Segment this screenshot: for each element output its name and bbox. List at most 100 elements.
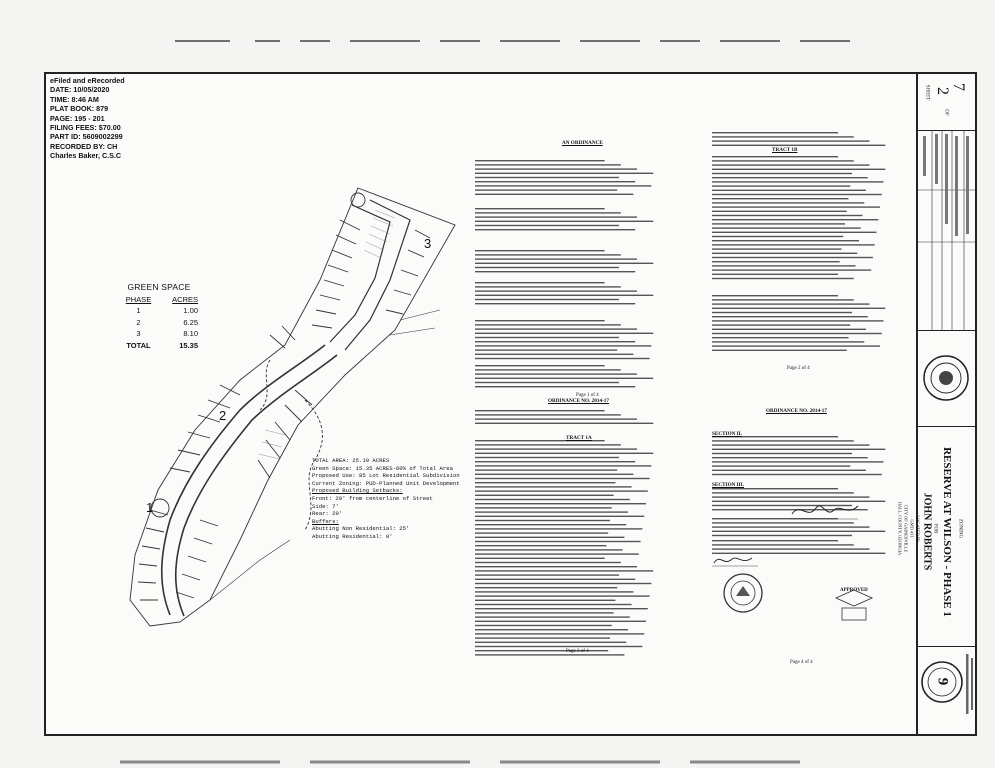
text-line (712, 469, 866, 471)
text-line (712, 193, 882, 196)
text-line (475, 266, 619, 269)
text-line (712, 341, 865, 343)
text-line (475, 524, 627, 526)
text-line (712, 248, 842, 250)
green-space-title: GREEN SPACE (127, 282, 191, 292)
text-line (475, 440, 605, 442)
text-line (475, 599, 616, 601)
info-line: Buffers: (312, 517, 339, 525)
text-line (712, 177, 868, 179)
text-line (475, 645, 643, 648)
text-line (712, 269, 872, 271)
ordinance-heading: SECTION II. (712, 431, 742, 437)
phase-cell: 2 (136, 317, 141, 327)
text-line (475, 168, 637, 170)
phase-label: 2 (219, 408, 227, 423)
text-line (475, 557, 605, 559)
text-line (712, 261, 840, 263)
text-line (712, 332, 882, 335)
phase-label: 1 (146, 500, 154, 515)
text-line (475, 612, 614, 614)
text-line (712, 328, 866, 330)
text-line (475, 229, 636, 231)
stamp-line: PART ID: 5609002299 (50, 132, 123, 142)
info-line: TOTAL AREA: 25.10 ACRES (312, 457, 390, 464)
text-line (475, 254, 621, 256)
text-line (475, 620, 646, 622)
text-line (475, 418, 637, 420)
revision-table (918, 130, 975, 331)
location-line: HALL COUNTY, GEORGIA (897, 501, 903, 556)
text-line (712, 156, 838, 158)
text-line (712, 316, 868, 318)
approved-seal-icon (834, 589, 874, 621)
text-line (712, 160, 854, 162)
project-for: FOR (932, 523, 938, 534)
info-line: Abutting Residential: 0' (312, 532, 393, 540)
text-line (475, 160, 605, 162)
text-line (475, 595, 650, 597)
text-line (712, 530, 886, 532)
text-line (475, 473, 634, 475)
text-line (475, 637, 610, 639)
text-line (712, 337, 849, 339)
text-line (475, 540, 641, 543)
text-line (475, 456, 619, 459)
text-line (712, 345, 880, 347)
text-line (475, 519, 610, 522)
text-line (475, 336, 619, 339)
table-row: 1 1.00 (118, 305, 200, 317)
text-line (475, 515, 645, 517)
text-line (712, 277, 854, 280)
total-row: TOTAL 15.35 (118, 340, 200, 352)
stamp-line: Charles Baker, C.S.C (50, 151, 122, 161)
text-line (475, 290, 637, 292)
text-line (475, 172, 654, 174)
text-line (712, 164, 870, 166)
text-line (475, 532, 609, 534)
info-line: Side: 7' (312, 502, 339, 510)
text-line (475, 258, 637, 260)
ordinance-heading: TRACT 1B (772, 147, 798, 153)
text-line (475, 216, 637, 218)
text-line (712, 324, 851, 326)
phase-header: PHASE (125, 294, 152, 304)
info-line: Rear: 20' (312, 510, 343, 518)
text-line (475, 349, 618, 351)
text-line (712, 440, 854, 442)
approved-label: APPROVED (840, 588, 868, 593)
text-line (475, 181, 636, 183)
text-line (475, 294, 654, 296)
info-line: Green Space: 15.35 ACRES-60% of Total Ar… (312, 464, 453, 472)
info-line: Proposed Use: 85 Lot Residential Subdivi… (312, 472, 460, 480)
text-line (712, 256, 873, 259)
text-line (475, 629, 628, 631)
text-line (475, 345, 652, 347)
location-line: LOCATED IN (915, 515, 921, 542)
text-line (475, 262, 654, 264)
text-line (475, 624, 612, 627)
text-line (712, 240, 859, 242)
text-line (712, 299, 854, 301)
acres-cell: 1.00 (183, 306, 198, 315)
phase-cell: 1 (136, 306, 141, 315)
text-line (475, 608, 648, 610)
text-line (475, 212, 621, 214)
text-line (475, 332, 654, 334)
info-line: Proposed Building Setbacks: (312, 487, 403, 495)
text-line (475, 341, 636, 343)
text-line (475, 490, 648, 492)
title-block: SHEET 2 OF 7 ZONING RESERVE AT (898, 74, 975, 734)
signature (790, 505, 859, 520)
total-value: 15.35 (179, 340, 198, 350)
stamp-line: FILING FEES: $70.00 (50, 123, 121, 133)
text-line (475, 373, 637, 375)
firm-number: 9 (934, 677, 951, 686)
text-line (712, 210, 847, 212)
text-line (475, 369, 621, 371)
text-line (712, 452, 852, 455)
text-line (712, 544, 854, 546)
text-line (475, 414, 621, 416)
ordinance-heading: TRACT 1A (566, 435, 592, 441)
text-line (475, 381, 619, 384)
